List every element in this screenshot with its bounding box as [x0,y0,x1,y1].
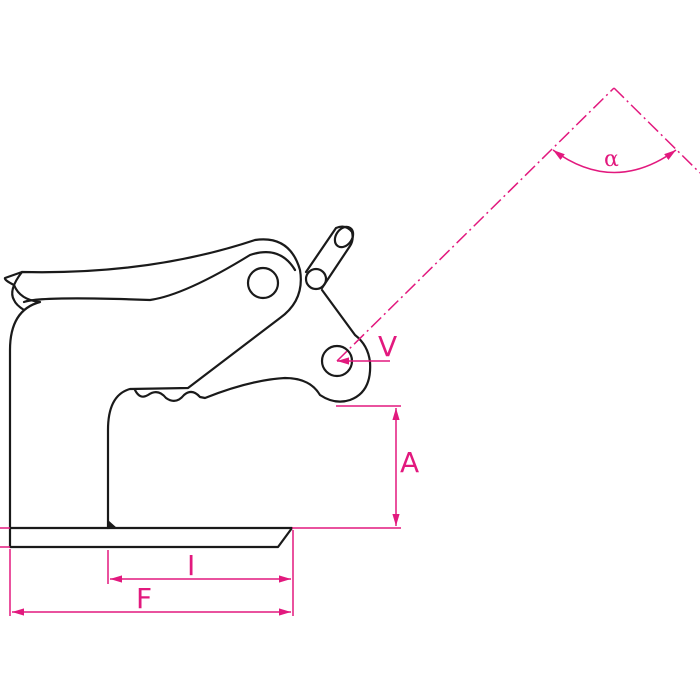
angle-axis-right [613,87,700,174]
v-label: V [378,330,397,363]
i-label: I [187,549,195,582]
a-label: A [400,446,419,479]
angle-label: α [604,147,619,172]
dimensions: α V A I F [0,87,700,616]
angle-arc [552,149,677,174]
clamp-body [3,225,372,549]
f-label: F [136,582,152,615]
angle-axis-left [336,87,615,362]
